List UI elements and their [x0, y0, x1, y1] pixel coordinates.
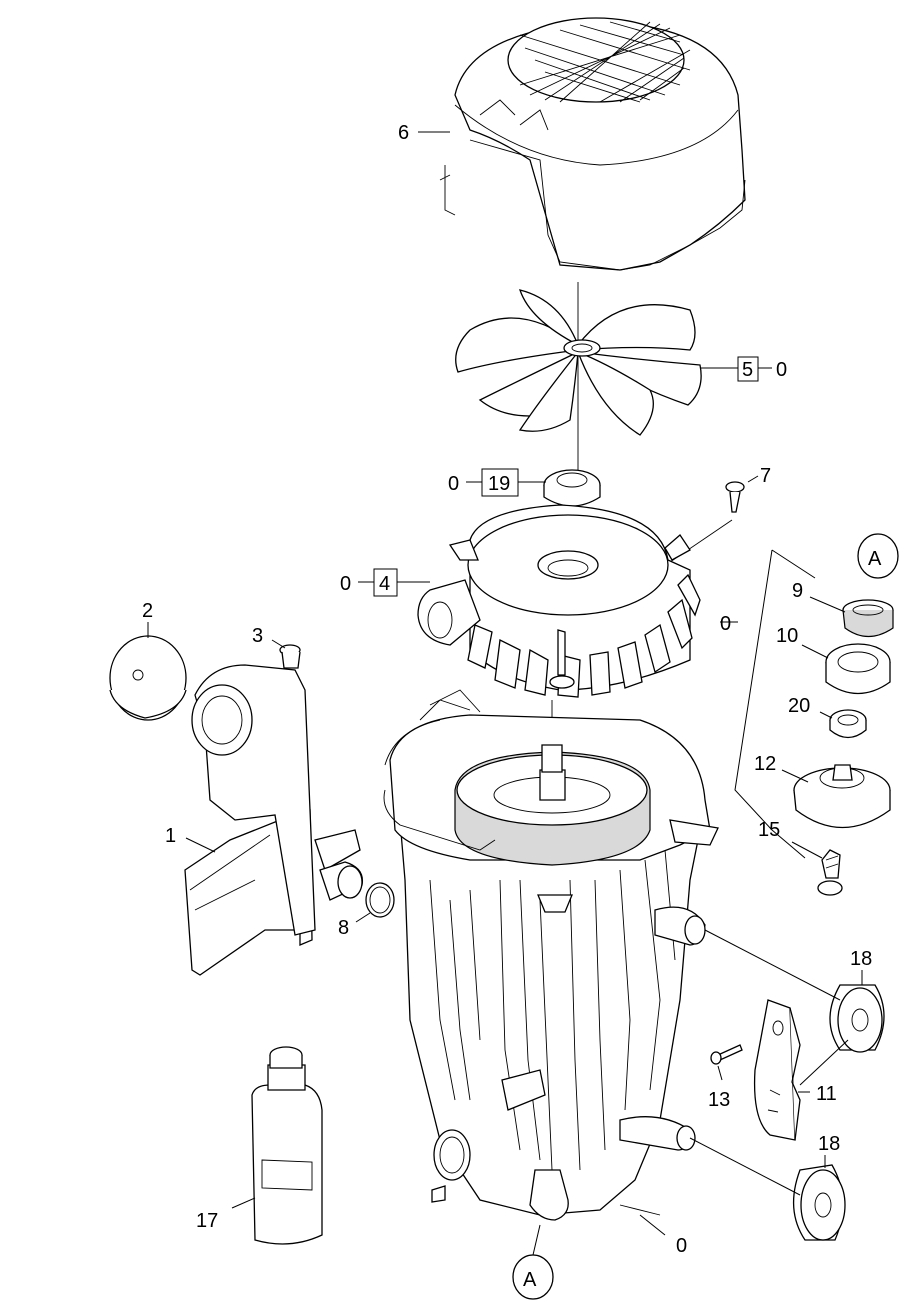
cap-2 [109, 635, 187, 721]
detail-ref-a-top: A [857, 533, 899, 579]
callout-4-box [373, 568, 398, 597]
end-shield-housing [417, 504, 701, 698]
zero-mark-bottom: 0 [676, 1235, 687, 1257]
bracket-11 [753, 999, 801, 1141]
zero-mark-4: 0 [340, 573, 351, 595]
o-ring-8 [365, 882, 395, 918]
callout-11: 11 [816, 1083, 837, 1105]
callout-18-lower: 18 [818, 1133, 840, 1155]
fan-impeller [455, 282, 702, 470]
callout-19-box [481, 468, 519, 497]
zero-mark-group: 0 [720, 613, 731, 635]
callout-7: 7 [760, 465, 771, 487]
bearing-19 [543, 469, 601, 507]
flange-12 [793, 764, 891, 829]
callout-19: 19 [488, 473, 510, 495]
leader-lines [147, 131, 863, 1256]
zero-mark-5: 0 [776, 359, 787, 381]
callout-5: 5 [742, 359, 753, 381]
filter-housing [184, 664, 364, 976]
oil-bottle [251, 1046, 323, 1245]
callout-labels: 6 5 0 0 19 7 0 4 2 3 1 8 9 0 10 20 12 15… [142, 122, 872, 1257]
bearing-10 [825, 643, 891, 695]
callout-13: 13 [708, 1089, 730, 1111]
callout-17: 17 [196, 1210, 218, 1232]
callout-18-upper: 18 [850, 948, 872, 970]
rubber-foot-18-upper [829, 984, 885, 1053]
motor-housing [383, 689, 719, 1221]
fan-cover-hood [439, 17, 746, 271]
washer-20 [829, 709, 867, 739]
callout-8: 8 [338, 917, 349, 939]
callout-12: 12 [754, 753, 776, 775]
bolt-15 [817, 849, 843, 896]
callout-20: 20 [788, 695, 810, 717]
screw-13 [710, 1044, 743, 1065]
rubber-foot-18-lower [792, 1164, 846, 1241]
callout-4: 4 [379, 573, 390, 595]
callout-5-box [737, 356, 759, 382]
seal-ring-9 [842, 599, 894, 638]
callout-9: 9 [792, 580, 803, 602]
callout-2: 2 [142, 600, 153, 622]
callout-6: 6 [398, 122, 409, 144]
callout-1: 1 [165, 825, 176, 847]
callout-15: 15 [758, 819, 780, 841]
screw-3 [279, 644, 301, 669]
detail-ref-a-bottom-label: A [523, 1269, 537, 1291]
zero-mark-19: 0 [448, 473, 459, 495]
callout-10: 10 [776, 625, 798, 647]
detail-ref-a-bottom: A [512, 1254, 554, 1300]
detail-ref-a-top-label: A [868, 548, 882, 570]
callout-3: 3 [252, 625, 263, 647]
